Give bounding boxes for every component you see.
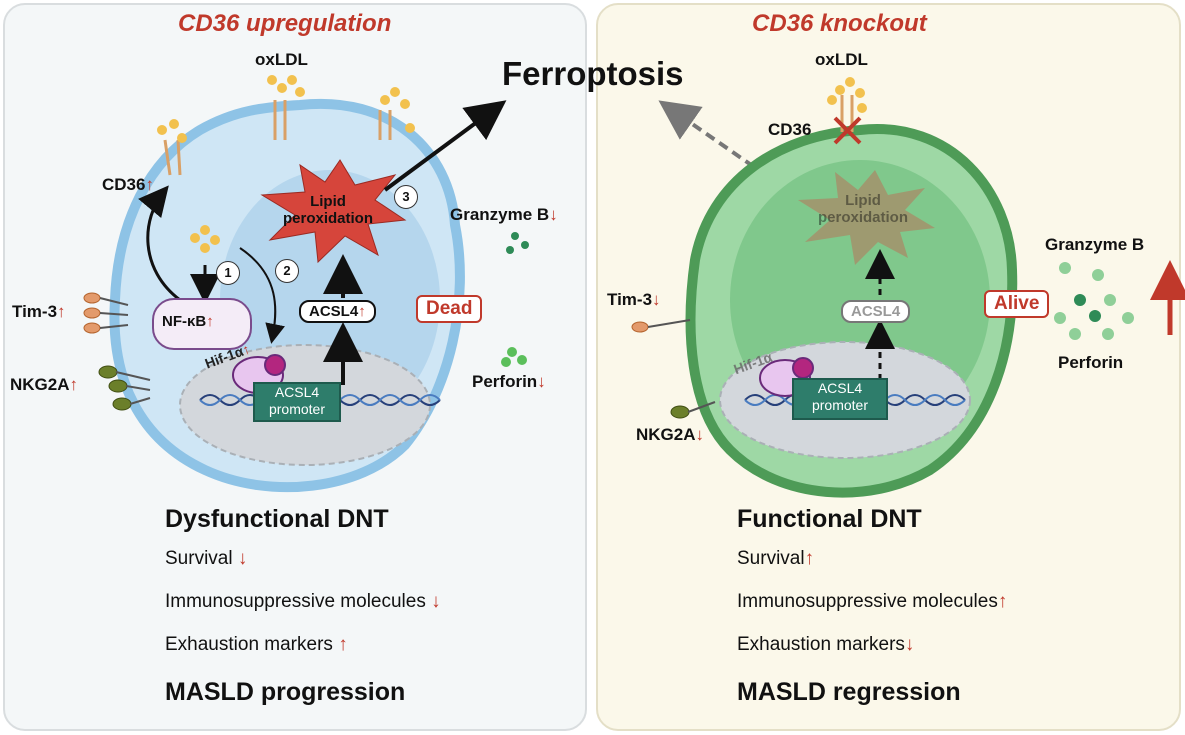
tim-3-receptors bbox=[83, 292, 101, 334]
granzyme-label-right: Granzyme B bbox=[1045, 235, 1145, 254]
functional-heading: Functional DNT bbox=[737, 505, 922, 533]
right-item-immunosuppressive: Immunosuppressive molecules↑ bbox=[737, 591, 1008, 612]
granzyme-label-left: Granzyme B↓ bbox=[450, 205, 558, 224]
cd36-receptor bbox=[378, 110, 392, 140]
step-2-marker: 2 bbox=[275, 259, 299, 283]
masld-progression: MASLD progression bbox=[165, 678, 406, 706]
perforin-granules-left bbox=[501, 347, 527, 367]
lipid-peroxidation-faded bbox=[798, 170, 935, 265]
arrow-nfkb-to-cd36 bbox=[138, 185, 181, 302]
acsl4-box-left: ACSL4↑ bbox=[299, 300, 376, 323]
nfkb-box: NF-κB↑ bbox=[152, 298, 252, 350]
cd36-label-left: CD36↑ bbox=[102, 175, 154, 194]
tim-3-label-left: Tim-3↑ bbox=[12, 302, 66, 321]
oxldl-particles-right bbox=[827, 77, 867, 113]
ferroptosis-label: Ferroptosis bbox=[502, 55, 684, 92]
perforin-label-left: Perforin↓ bbox=[472, 372, 546, 391]
granzyme-granules-left bbox=[506, 232, 529, 254]
right-item-survival: Survival↑ bbox=[737, 548, 815, 569]
lipid-peroxidation-burst bbox=[260, 159, 407, 264]
tim-3-receptor-right bbox=[631, 321, 649, 333]
dead-badge: Dead bbox=[416, 295, 483, 323]
left-item-exhaustion: Exhaustion markers ↑ bbox=[165, 634, 348, 655]
masld-regression: MASLD regression bbox=[737, 678, 961, 706]
perforin-label-right: Perforin bbox=[1058, 353, 1124, 372]
step-1-marker: 1 bbox=[216, 261, 240, 285]
dysfunctional-heading: Dysfunctional DNT bbox=[165, 505, 389, 533]
nkg2a-receptor-right bbox=[670, 405, 690, 419]
step-3-marker: 3 bbox=[394, 185, 418, 209]
right-title: CD36 knockout bbox=[752, 10, 927, 37]
nkg2a-label-left: NKG2A↑ bbox=[10, 375, 79, 394]
tim-3-label-right: Tim-3↓ bbox=[607, 290, 661, 309]
left-item-survival: Survival ↓ bbox=[165, 548, 248, 569]
left-item-immunosuppressive: Immunosuppressive molecules ↓ bbox=[165, 591, 441, 612]
cd36-receptor bbox=[163, 139, 182, 176]
arrow-to-ferroptosis bbox=[383, 100, 507, 192]
oxldl-label-right: oxLDL bbox=[815, 50, 868, 69]
alive-badge: Alive bbox=[984, 290, 1050, 318]
cd36-receptor bbox=[273, 100, 287, 140]
nkg2a-label-right: NKG2A↓ bbox=[636, 425, 705, 444]
right-item-exhaustion: Exhaustion markers↓ bbox=[737, 634, 915, 655]
cd36-knockout-cross-icon bbox=[833, 116, 862, 145]
arrow-oxldl-to-hif bbox=[239, 247, 285, 344]
granzyme-perforin-granules-right bbox=[1054, 262, 1134, 340]
oxldl-particles bbox=[157, 75, 415, 253]
left-title: CD36 upregulation bbox=[178, 10, 392, 37]
acsl4-box-right: ACSL4 bbox=[841, 300, 911, 323]
cd36-label-right: CD36 bbox=[768, 120, 812, 139]
oxldl-label-left: oxLDL bbox=[255, 50, 308, 69]
